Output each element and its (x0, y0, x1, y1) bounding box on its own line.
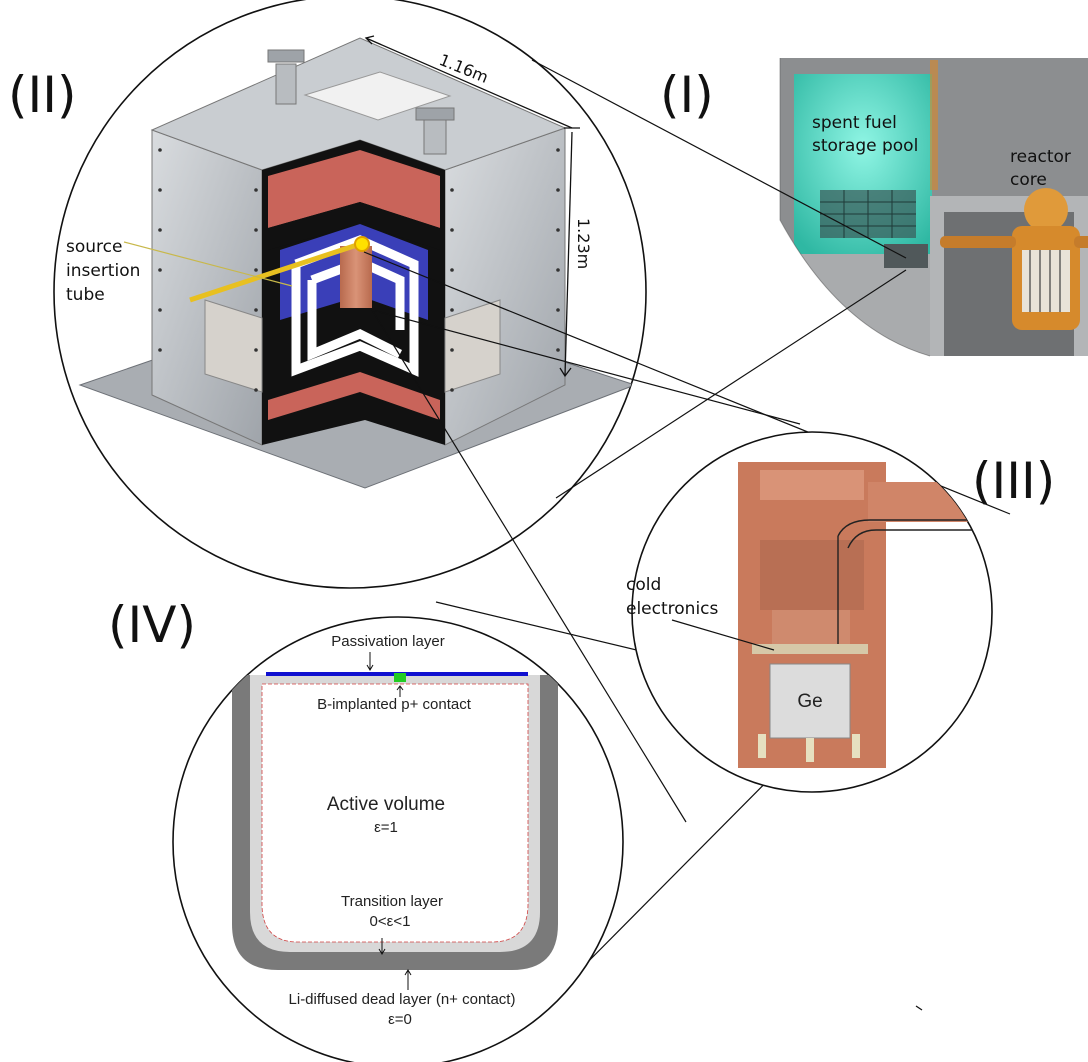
source-tube (189, 241, 361, 303)
left-face (151, 129, 263, 446)
core-label-1: reactor (1010, 147, 1071, 167)
width-dimension (365, 37, 573, 129)
panel-label-ii: (II) (8, 66, 77, 124)
ge-label: Ge (797, 691, 822, 712)
detector-drawing (232, 672, 558, 970)
contact-label: B-implanted p+ contact (317, 696, 472, 713)
cold-label-1: cold (626, 575, 661, 595)
core-label-2: core (1010, 170, 1047, 190)
cold-label-2: electronics (626, 599, 719, 619)
active-volume (261, 683, 529, 943)
reactor-dome (1024, 188, 1068, 232)
dead-eps: ε=0 (388, 1011, 412, 1028)
source-label-3: tube (66, 285, 105, 305)
inner-copper (340, 246, 372, 308)
height-dimension (564, 131, 573, 377)
panel-label-i: (I) (660, 66, 714, 124)
panel-label-iv: (IV) (108, 596, 196, 654)
pool-label-1: spent fuel (812, 113, 897, 133)
active-eps: ε=1 (374, 819, 398, 836)
source-label-1: source (66, 237, 122, 257)
pool-label-2: storage pool (812, 136, 918, 156)
active-label: Active volume (327, 794, 445, 815)
reactor-panel (780, 58, 1088, 356)
transition-label: Transition layer (341, 893, 443, 910)
shield-red-layer (268, 150, 440, 228)
dead-label: Li-diffused dead layer (n+ contact) (289, 991, 516, 1008)
panel-label-iii: (III) (972, 452, 1055, 510)
height-label: 1.23m (574, 218, 593, 269)
shield-drawing (78, 35, 637, 489)
ge-crystal (769, 663, 851, 739)
source-label-2: insertion (66, 261, 140, 281)
source-star (354, 236, 370, 252)
passivation-label: Passivation layer (331, 633, 444, 650)
p-contact (394, 673, 406, 682)
transition-eps: 0<ε<1 (370, 913, 411, 930)
